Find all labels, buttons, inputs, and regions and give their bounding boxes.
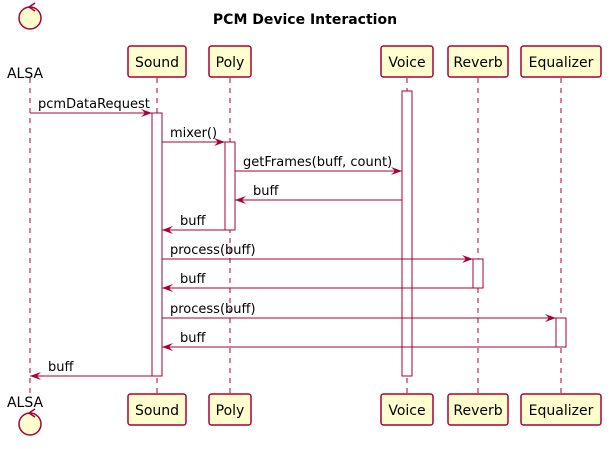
participant-box xyxy=(380,45,434,78)
participant-box xyxy=(520,45,602,78)
participant-label: Reverb xyxy=(453,55,502,71)
message-7: buff xyxy=(162,272,473,292)
activation-voice xyxy=(401,90,413,377)
message-label: buff xyxy=(253,184,279,199)
participant-label: Sound xyxy=(135,403,179,419)
participant-poly-top: Poly xyxy=(208,45,252,78)
arrowhead xyxy=(141,109,152,117)
participant-poly-bottom: Poly xyxy=(208,393,252,426)
participant-alsa-top: ALSA xyxy=(7,2,44,82)
participant-sound-bottom: Sound xyxy=(127,393,187,426)
message-3: getFrames(buff, count) xyxy=(235,155,402,175)
participant-box xyxy=(208,393,252,426)
arrowhead xyxy=(162,284,173,292)
message-8: process(buff) xyxy=(162,302,556,322)
message-label: buff xyxy=(180,272,206,287)
participant-alsa-bottom: ALSA xyxy=(7,395,44,436)
control-arrow-icon xyxy=(27,408,36,418)
control-icon xyxy=(18,6,42,30)
arrowhead xyxy=(162,343,173,351)
control-arrow-icon xyxy=(27,2,36,12)
message-label: buff xyxy=(180,214,206,229)
participant-label: Equalizer xyxy=(529,403,594,419)
messages: pcmDataRequest mixer() getFrames(buff, cou… xyxy=(30,97,556,380)
message-10: buff xyxy=(30,360,152,380)
activation-equalizer xyxy=(555,317,567,348)
activation-reverb xyxy=(472,258,484,289)
arrowhead xyxy=(462,255,473,263)
message-6: process(buff) xyxy=(162,243,473,263)
participant-label: ALSA xyxy=(7,66,44,82)
message-label: mixer() xyxy=(170,126,217,141)
participant-reverb-top: Reverb xyxy=(447,45,509,78)
arrowhead xyxy=(30,372,41,380)
participant-box xyxy=(127,45,187,78)
participant-label: Poly xyxy=(216,403,245,419)
participant-box xyxy=(380,393,434,426)
activation-poly xyxy=(224,141,236,231)
message-5: buff xyxy=(162,214,225,234)
activation-sound xyxy=(151,112,163,377)
participant-box xyxy=(447,45,509,78)
control-icon xyxy=(18,412,42,436)
participant-label: Voice xyxy=(388,55,425,71)
participant-label: Reverb xyxy=(453,403,502,419)
message-4: buff xyxy=(235,184,402,204)
participant-voice-top: Voice xyxy=(380,45,434,78)
arrowhead xyxy=(391,167,402,175)
message-label: buff xyxy=(180,331,206,346)
participants: ALSAALSASoundSoundPolyPolyVoiceVoiceReve… xyxy=(7,2,602,436)
message-label: pcmDataRequest xyxy=(38,97,150,112)
participant-box xyxy=(208,45,252,78)
participant-label: ALSA xyxy=(7,395,44,411)
activation-bars xyxy=(151,90,567,377)
message-2: mixer() xyxy=(162,126,225,146)
participant-equalizer-bottom: Equalizer xyxy=(520,393,602,426)
participant-label: Poly xyxy=(216,55,245,71)
message-label: getFrames(buff, count) xyxy=(243,155,392,170)
arrowhead xyxy=(545,314,556,322)
arrowhead xyxy=(162,226,173,234)
lifelines xyxy=(29,78,562,393)
arrowhead xyxy=(235,196,246,204)
participant-label: Equalizer xyxy=(529,55,594,71)
message-label: buff xyxy=(48,360,74,375)
diagram-title: PCM Device Interaction xyxy=(213,12,397,28)
participant-equalizer-top: Equalizer xyxy=(520,45,602,78)
participant-reverb-bottom: Reverb xyxy=(447,393,509,426)
participant-box xyxy=(520,393,602,426)
participant-box xyxy=(127,393,187,426)
message-9: buff xyxy=(162,331,556,351)
message-label: process(buff) xyxy=(170,243,256,258)
participant-label: Sound xyxy=(135,55,179,71)
message-label: process(buff) xyxy=(170,302,256,317)
participant-label: Voice xyxy=(388,403,425,419)
participant-box xyxy=(447,393,509,426)
message-1: pcmDataRequest xyxy=(30,97,152,117)
arrowhead xyxy=(214,138,225,146)
participant-sound-top: Sound xyxy=(127,45,187,78)
participant-voice-bottom: Voice xyxy=(380,393,434,426)
